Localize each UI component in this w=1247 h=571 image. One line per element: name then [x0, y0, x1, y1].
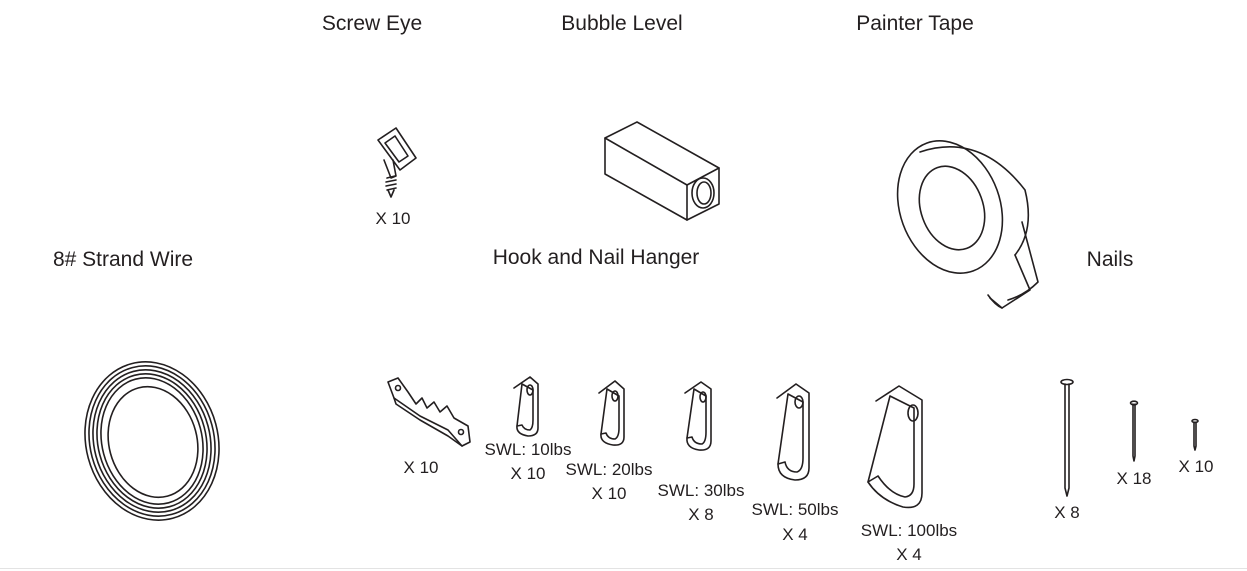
bubble-level-icon [604, 121, 720, 221]
hook-swl-label: SWL: 30lbs [657, 481, 745, 500]
hook-swl-label: SWL: 10lbs [484, 440, 572, 459]
hook-qty: X 8 [688, 505, 714, 524]
hook-swl-label: SWL: 50lbs [751, 500, 839, 519]
painter-tape-icon [896, 140, 1039, 309]
hook-swl-label: SWL: 100lbs [860, 521, 958, 540]
hook-qty: X 10 [591, 484, 627, 503]
hook-qty: X 4 [896, 545, 922, 564]
nail-large-qty: X 8 [1054, 503, 1080, 522]
screw-eye-qty: X 10 [375, 209, 411, 228]
screw-eye-icon [377, 127, 417, 198]
hook-50lbs-icon [776, 383, 810, 481]
bottom-divider [0, 568, 1247, 569]
strand-wire-title: 8# Strand Wire [52, 248, 194, 271]
sawtooth-hanger-icon [387, 377, 471, 447]
sawtooth-qty: X 10 [403, 458, 439, 477]
screw-eye-title: Screw Eye [321, 12, 423, 35]
hook-swl-label: SWL: 20lbs [565, 460, 653, 479]
hook-nail-hanger-title: Hook and Nail Hanger [492, 246, 700, 269]
hook-30lbs-icon [684, 381, 712, 451]
strand-wire-icon [84, 361, 220, 521]
hook-10lbs-icon [513, 376, 539, 437]
painter-tape-title: Painter Tape [856, 12, 974, 35]
hook-100lbs-icon [867, 385, 923, 509]
nail-small-qty: X 10 [1178, 457, 1214, 476]
nail-small-icon [1191, 418, 1199, 451]
hook-qty: X 4 [782, 525, 808, 544]
nail-large-icon [1060, 378, 1074, 497]
nail-medium-icon [1129, 400, 1139, 462]
hook-qty: X 10 [510, 464, 546, 483]
nail-medium-qty: X 18 [1116, 469, 1152, 488]
nails-title: Nails [1086, 248, 1134, 271]
hook-20lbs-icon [598, 380, 625, 446]
bubble-level-title: Bubble Level [561, 12, 683, 35]
